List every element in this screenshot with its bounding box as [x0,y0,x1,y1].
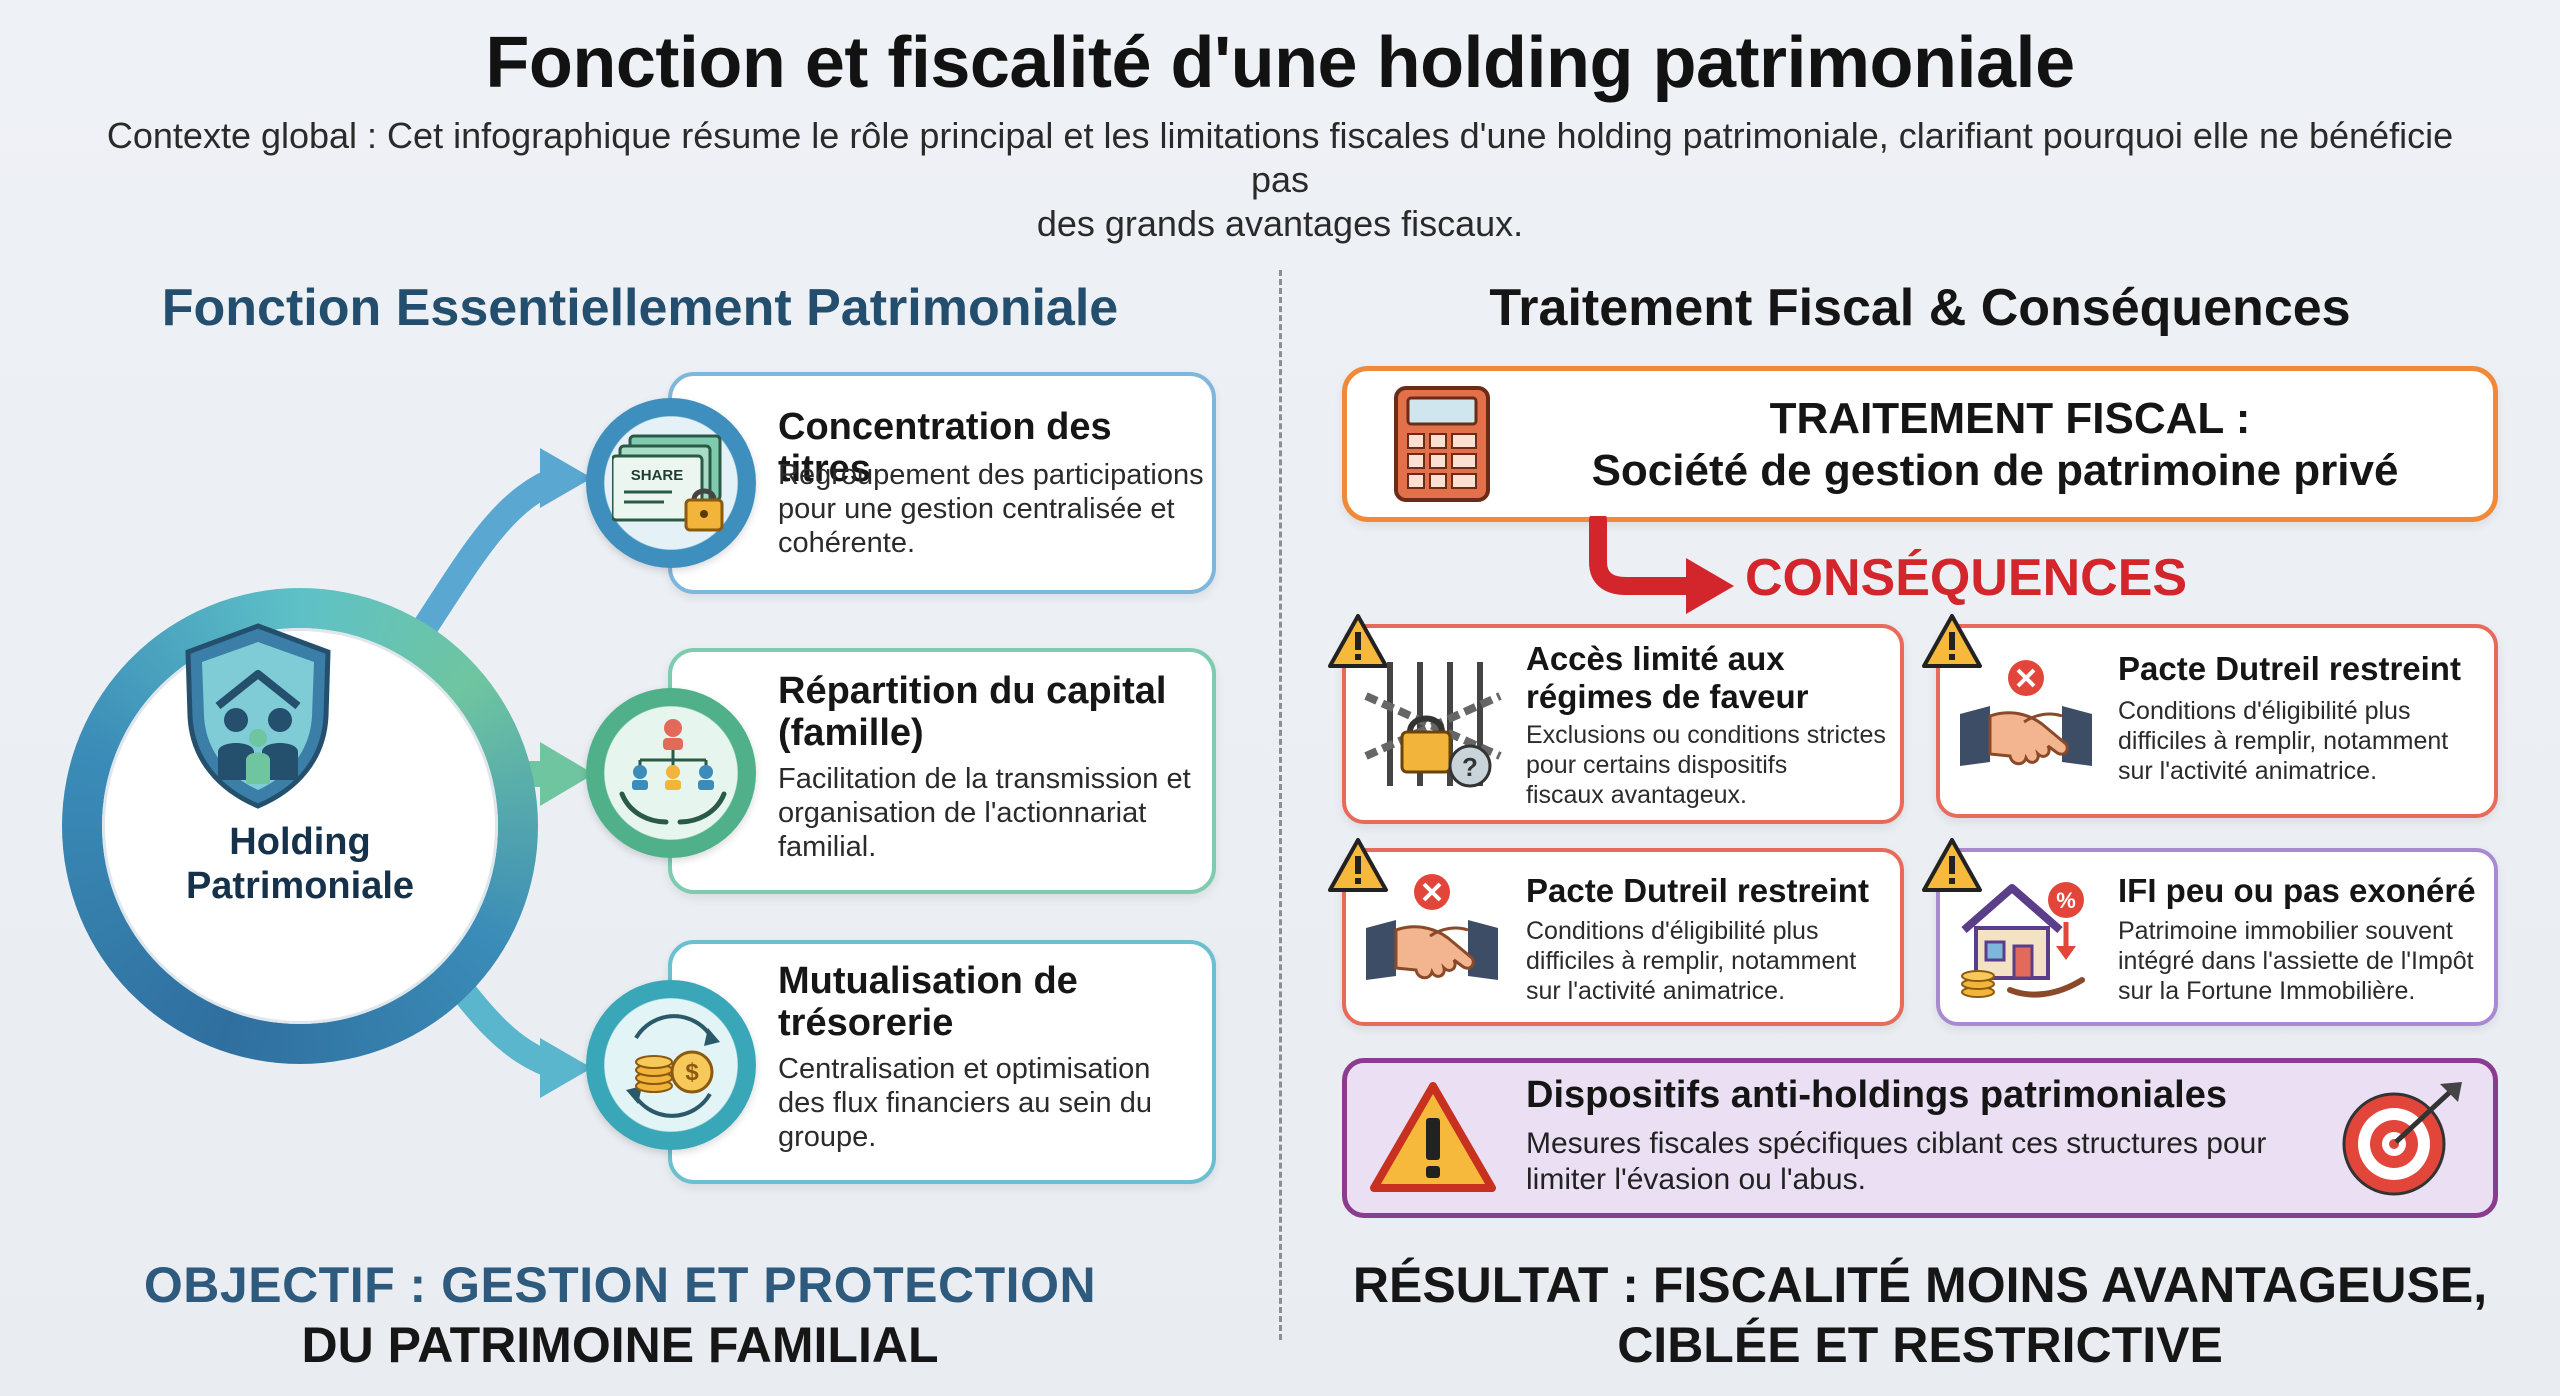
card-concentration-title: Concentration des titres [778,406,1112,490]
card-pacte-1-title: Pacte Dutreil restreint [2118,650,2461,687]
objective-line-2: DU PATRIMOINE FAMILIAL [301,1317,939,1373]
arrowhead-top [540,448,592,508]
card-pacte-1-desc: Conditions d'éligibilité plus difficiles… [2118,696,2490,786]
shield-family-icon [185,623,331,809]
card-repartition-desc: Facilitation de la transmission et organ… [778,762,1208,864]
svg-text:$: $ [685,1059,699,1086]
page-title: Fonction et fiscalité d'une holding patr… [485,23,2075,103]
desc-line: Regroupement des participations [778,459,1204,491]
svg-text:?: ? [1462,752,1478,782]
arrowhead-bottom [540,1038,592,1098]
family-tree-hands-icon [619,719,727,825]
anti-holdings-box [1342,1058,2498,1218]
card-pacte-2-desc: Conditions d'éligibilité plus difficiles… [1526,916,1896,1006]
hub-label-line-2: Patrimoniale [185,865,415,907]
card-ifi-title: IFI peu ou pas exonéré [2118,872,2476,909]
card-repartition [668,648,1216,894]
card-repartition-title: Répartition du capital (famille) [778,670,1208,754]
desc-line: pour certains dispositifs [1526,751,1788,779]
desc-line: sur l'activité animatrice. [2118,757,2378,785]
objective-line-1: OBJECTIF : GESTION ET PROTECTION [143,1257,1097,1313]
desc-line: difficiles à remplir, notamment [2118,727,2449,755]
card-acces-title: Accès limité aux régimes de faveur [1526,640,1896,716]
fiscal-treatment-box [1342,366,2498,522]
anti-holdings-desc: Mesures fiscales spécifiques ciblant ces… [1526,1126,2306,1198]
subtitle-line-1: Contexte global : Cet infographique résu… [106,115,2454,200]
warning-icon [1922,614,1982,668]
desc-line: Mesures fiscales spécifiques ciblant ces… [1526,1127,2267,1160]
svg-text:%: % [2056,888,2076,913]
card-concentration [668,372,1216,594]
desc-line: Centralisation et optimisation [778,1053,1151,1085]
desc-line: Conditions d'éligibilité plus [1526,917,1819,945]
card-ifi-desc: Patrimoine immobilier souvent intégré da… [2118,916,2490,1006]
coins-cycle-icon: $ [626,1014,720,1118]
title-line: Mutualisation de [778,960,1078,1002]
desc-line: fiscaux avantageux. [1526,781,1747,809]
house-tax-icon: % [1961,882,2085,998]
desc-line: des flux financiers au sein du [778,1087,1152,1119]
desc-line: familial. [778,831,877,863]
consequences-label: CONSÉQUENCES [1745,549,2188,607]
hub-label-line-1: Holding [229,821,371,863]
desc-line: Exclusions ou conditions strictes [1526,721,1886,749]
fiscal-line-1: TRAITEMENT FISCAL : [1769,394,2251,443]
calculator-icon [1394,386,1490,502]
desc-line: cohérente. [778,527,916,559]
title-line: (famille) [778,712,924,754]
desc-line: limiter l'évasion ou l'abus. [1526,1163,1866,1196]
card-mutualisation-title: Mutualisation de trésorerie [778,960,1208,1044]
subtitle-line-2: des grands avantages fiscaux. [1036,203,1524,244]
title-line: trésorerie [778,1002,954,1044]
desc-line: sur la Fortune Immobilière. [2118,977,2416,1005]
desc-line: Facilitation de la transmission et [778,763,1191,795]
card-mutualisation-desc: Centralisation et optimisation des flux … [778,1052,1208,1154]
desc-line: pour une gestion centralisée et [778,493,1175,525]
warning-icon [1328,838,1388,892]
desc-line: Conditions d'éligibilité plus [2118,697,2411,725]
handshake-denied-icon [1960,660,2092,766]
chained-bars-lock-icon: ? [1364,662,1502,788]
desc-line: difficiles à remplir, notamment [1526,947,1857,975]
title-line: Répartition du capital [778,670,1167,712]
card-pacte-2-title: Pacte Dutreil restreint [1526,872,1869,909]
share-icon-text: SHARE [631,467,684,484]
page-subtitle: Contexte global : Cet infographique résu… [80,114,2480,246]
consequence-arrow-icon [1589,516,1734,614]
title-line: Accès limité aux [1526,640,1785,677]
share-certificate-lock-icon: SHARE [612,434,724,532]
result-line-2: CIBLÉE ET RESTRICTIVE [1617,1317,2223,1373]
desc-line: sur l'activité animatrice. [1526,977,1786,1005]
warning-icon [1370,1082,1496,1192]
fiscal-line-2: Société de gestion de patrimoine privé [1591,446,2399,495]
desc-line: intégré dans l'assiette de l'Impôt [2118,947,2474,975]
center-divider [1279,270,1282,1340]
desc-line: groupe. [778,1121,877,1153]
card-concentration-desc: Regroupement des participations pour une… [778,458,1208,560]
hub-label: Holding Patrimoniale [102,820,498,908]
card-acces-desc: Exclusions ou conditions strictes pour c… [1526,720,1896,810]
desc-line: Patrimoine immobilier souvent [2118,917,2453,945]
anti-holdings-title: Dispositifs anti-holdings patrimoniales [1526,1074,2227,1116]
desc-line: organisation de l'actionnariat [778,797,1147,829]
right-section-title: Traitement Fiscal & Conséquences [1489,279,2351,337]
target-arrow-icon [2342,1082,2462,1196]
card-mutualisation [668,940,1216,1184]
left-section-title: Fonction Essentiellement Patrimoniale [161,279,1119,337]
warning-icon [1328,614,1388,668]
warning-icon [1922,838,1982,892]
connector-top [397,465,573,663]
arrowhead-middle [540,742,594,806]
title-line: régimes de faveur [1526,678,1809,715]
handshake-denied-icon [1366,874,1498,980]
result-line-1: RÉSULTAT : FISCALITÉ MOINS AVANTAGEUSE, [1352,1257,2488,1313]
